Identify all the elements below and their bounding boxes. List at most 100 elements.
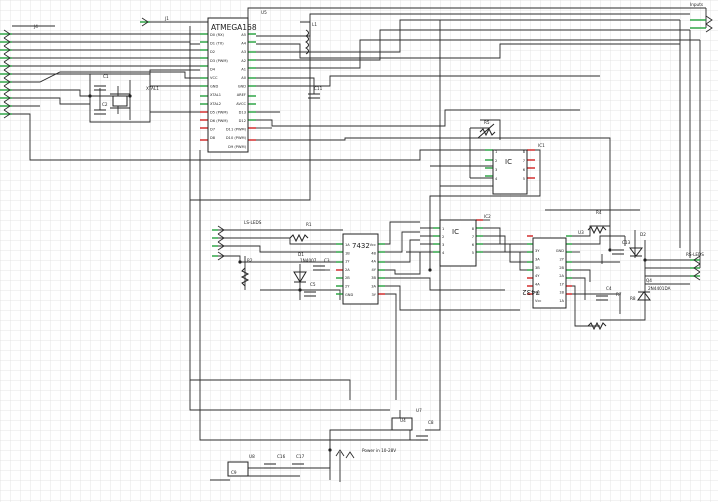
ic1-pin-left-1: 1 (495, 150, 497, 154)
label-c8: C8 (428, 420, 434, 425)
ic2-pin-right-4: 5 (472, 251, 474, 255)
or-left-title: 7432 (352, 242, 370, 250)
green-pin-stubs (0, 19, 706, 295)
mcu-pin-right-11: D12 (239, 119, 246, 123)
or-right-pin-right-3: 4A (535, 282, 540, 286)
mcu-pin-left-6: VCC (210, 76, 218, 80)
or-left-pin-left-3: 1Y (345, 260, 350, 264)
or-right-pin-left-1: 1A (559, 299, 564, 303)
or-right-pin-right-5: 3B (535, 266, 540, 270)
label-u7: U7 (416, 408, 422, 413)
mcu-pin-right-4: A2 (241, 59, 246, 63)
label-inputs: Inputs (690, 2, 703, 7)
resistors (240, 123, 607, 331)
label-r8: R8 (630, 296, 636, 301)
or-right-pin-right-4: 4Y (535, 274, 540, 278)
or-left-pin-right-5: 3B (371, 276, 376, 280)
mcu-pin-right-7: GND (238, 85, 246, 89)
label-u5: U5 (261, 10, 267, 15)
or-left-pin-left-1: 1A (345, 243, 350, 247)
mcu-pin-left-2: D1 (TX) (210, 42, 224, 46)
red-pin-stubs (200, 111, 572, 295)
mcu-pin-left-9: XTAL2 (210, 102, 221, 106)
label-xtal1: XTAL1 (146, 86, 159, 91)
mcu-chip (207, 17, 249, 153)
mcu-pin-right-1: A5 (241, 33, 246, 37)
diodes (293, 247, 651, 301)
label-c11: C11 (314, 86, 323, 91)
mcu-pin-right-5: A1 (241, 67, 246, 71)
ic2-title: IC (452, 228, 459, 236)
inductor-l1 (305, 29, 309, 55)
or-gate-chip-right (532, 237, 567, 309)
mcu-pin-left-12: D7 (210, 128, 215, 132)
label-c9: C9 (231, 470, 237, 475)
or-right-pin-left-5: 2B (559, 266, 564, 270)
label-u4: U4 (400, 418, 406, 423)
mcu-pin-right-12: D11 (PWM) (226, 128, 247, 132)
or-right-pin-right-1: Vcc (535, 299, 541, 303)
or-right-pin-right-2: 4B (535, 291, 540, 295)
capacitors (94, 85, 624, 469)
label-ls-leds: LS-LEDS (244, 220, 262, 225)
mcu-pin-left-5: D4 (210, 67, 216, 71)
or-left-pin-left-6: 2Y (345, 285, 350, 289)
label-l1: L1 (312, 22, 317, 27)
or-right-pin-left-3: 1Y (560, 282, 565, 286)
or-right-pin-left-7: GND (556, 249, 564, 253)
mcu-pin-right-6: A0 (241, 76, 246, 80)
label-d2: D2 (640, 232, 646, 237)
label-c2: C2 (102, 102, 108, 107)
or-right-pin-left-2: 1B (559, 291, 564, 295)
or-right-pin-left-4: 2A (559, 274, 564, 278)
label-r5: R5 (484, 120, 490, 125)
ic1-pin-right-1: 8 (523, 150, 526, 154)
or-left-pin-right-2: 4B (371, 251, 376, 255)
mcu-pin-right-8: AREF (237, 93, 246, 97)
or-left-pin-left-4: 2A (345, 268, 350, 272)
or-left-pin-right-7: 3Y (372, 293, 377, 297)
ic1-pin-right-4: 5 (523, 177, 525, 181)
or-left-pin-right-1: Vcc (370, 243, 376, 247)
or-gate-chip-left (342, 233, 379, 305)
ic2-pin-left-2: 2 (442, 235, 444, 239)
ic1-pin-left-3: 3 (495, 168, 497, 172)
label-c3: C3 (324, 258, 330, 263)
or-right-pin-right-6: 3A (535, 258, 540, 262)
label-q4: Q4 (646, 278, 652, 283)
label-c1: C1 (103, 74, 109, 79)
label-power: Power in 10-28V (362, 448, 396, 453)
or-left-pin-left-7: GND (345, 293, 353, 297)
mcu-pin-right-3: A3 (241, 50, 246, 54)
ic1-pin-left-4: 4 (495, 177, 498, 181)
or-left-pin-right-6: 3A (371, 285, 376, 289)
label-c4: C4 (606, 286, 612, 291)
label-u8: U8 (249, 454, 255, 459)
regulators (227, 417, 413, 477)
mcu-pin-right-14: D9 (PWM) (228, 145, 246, 149)
or-left-pin-right-3: 4A (371, 260, 376, 264)
label-r7: R7 (616, 292, 622, 297)
ic2-pin-right-3: 6 (472, 243, 475, 247)
ic1-pin-left-2: 2 (495, 159, 497, 163)
mcu-pin-left-4: D3 (PWM) (210, 59, 228, 63)
or-left-pin-left-5: 2B (345, 276, 350, 280)
mcu-title: ATMEGA168 (211, 23, 257, 32)
or-right-pin-left-6: 2Y (560, 258, 565, 262)
ic1-title: IC (505, 158, 512, 166)
or-right-title: 7432 (522, 288, 540, 296)
label-c16: C16 (277, 454, 286, 459)
label-c13: C13 (622, 240, 631, 245)
ic2-pin-right-2: 7 (472, 235, 474, 239)
mcu-pin-left-10: D5 (PWM) (210, 110, 228, 114)
crystal (110, 93, 130, 109)
mcu-pin-left-1: D0 (RX) (210, 33, 225, 37)
label-ic2: IC2 (484, 214, 491, 219)
label-j4: J4 (33, 24, 38, 29)
ic1-chip (492, 149, 528, 195)
label-r2: R2 (247, 258, 253, 263)
label-r1: R1 (306, 222, 312, 227)
mcu-pin-right-2: A4 (241, 42, 246, 46)
